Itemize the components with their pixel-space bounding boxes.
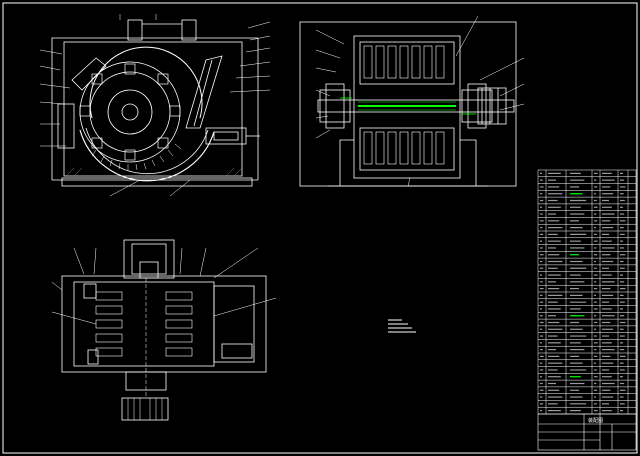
technical-notes-block xyxy=(388,319,416,333)
title-block-drawing-name: 装配图 xyxy=(588,417,603,424)
front-section-view xyxy=(39,14,271,197)
side-section-view xyxy=(299,15,525,187)
parts-list-table xyxy=(537,169,637,415)
title-block: 装配图 xyxy=(537,413,637,451)
plan-view xyxy=(51,239,277,421)
